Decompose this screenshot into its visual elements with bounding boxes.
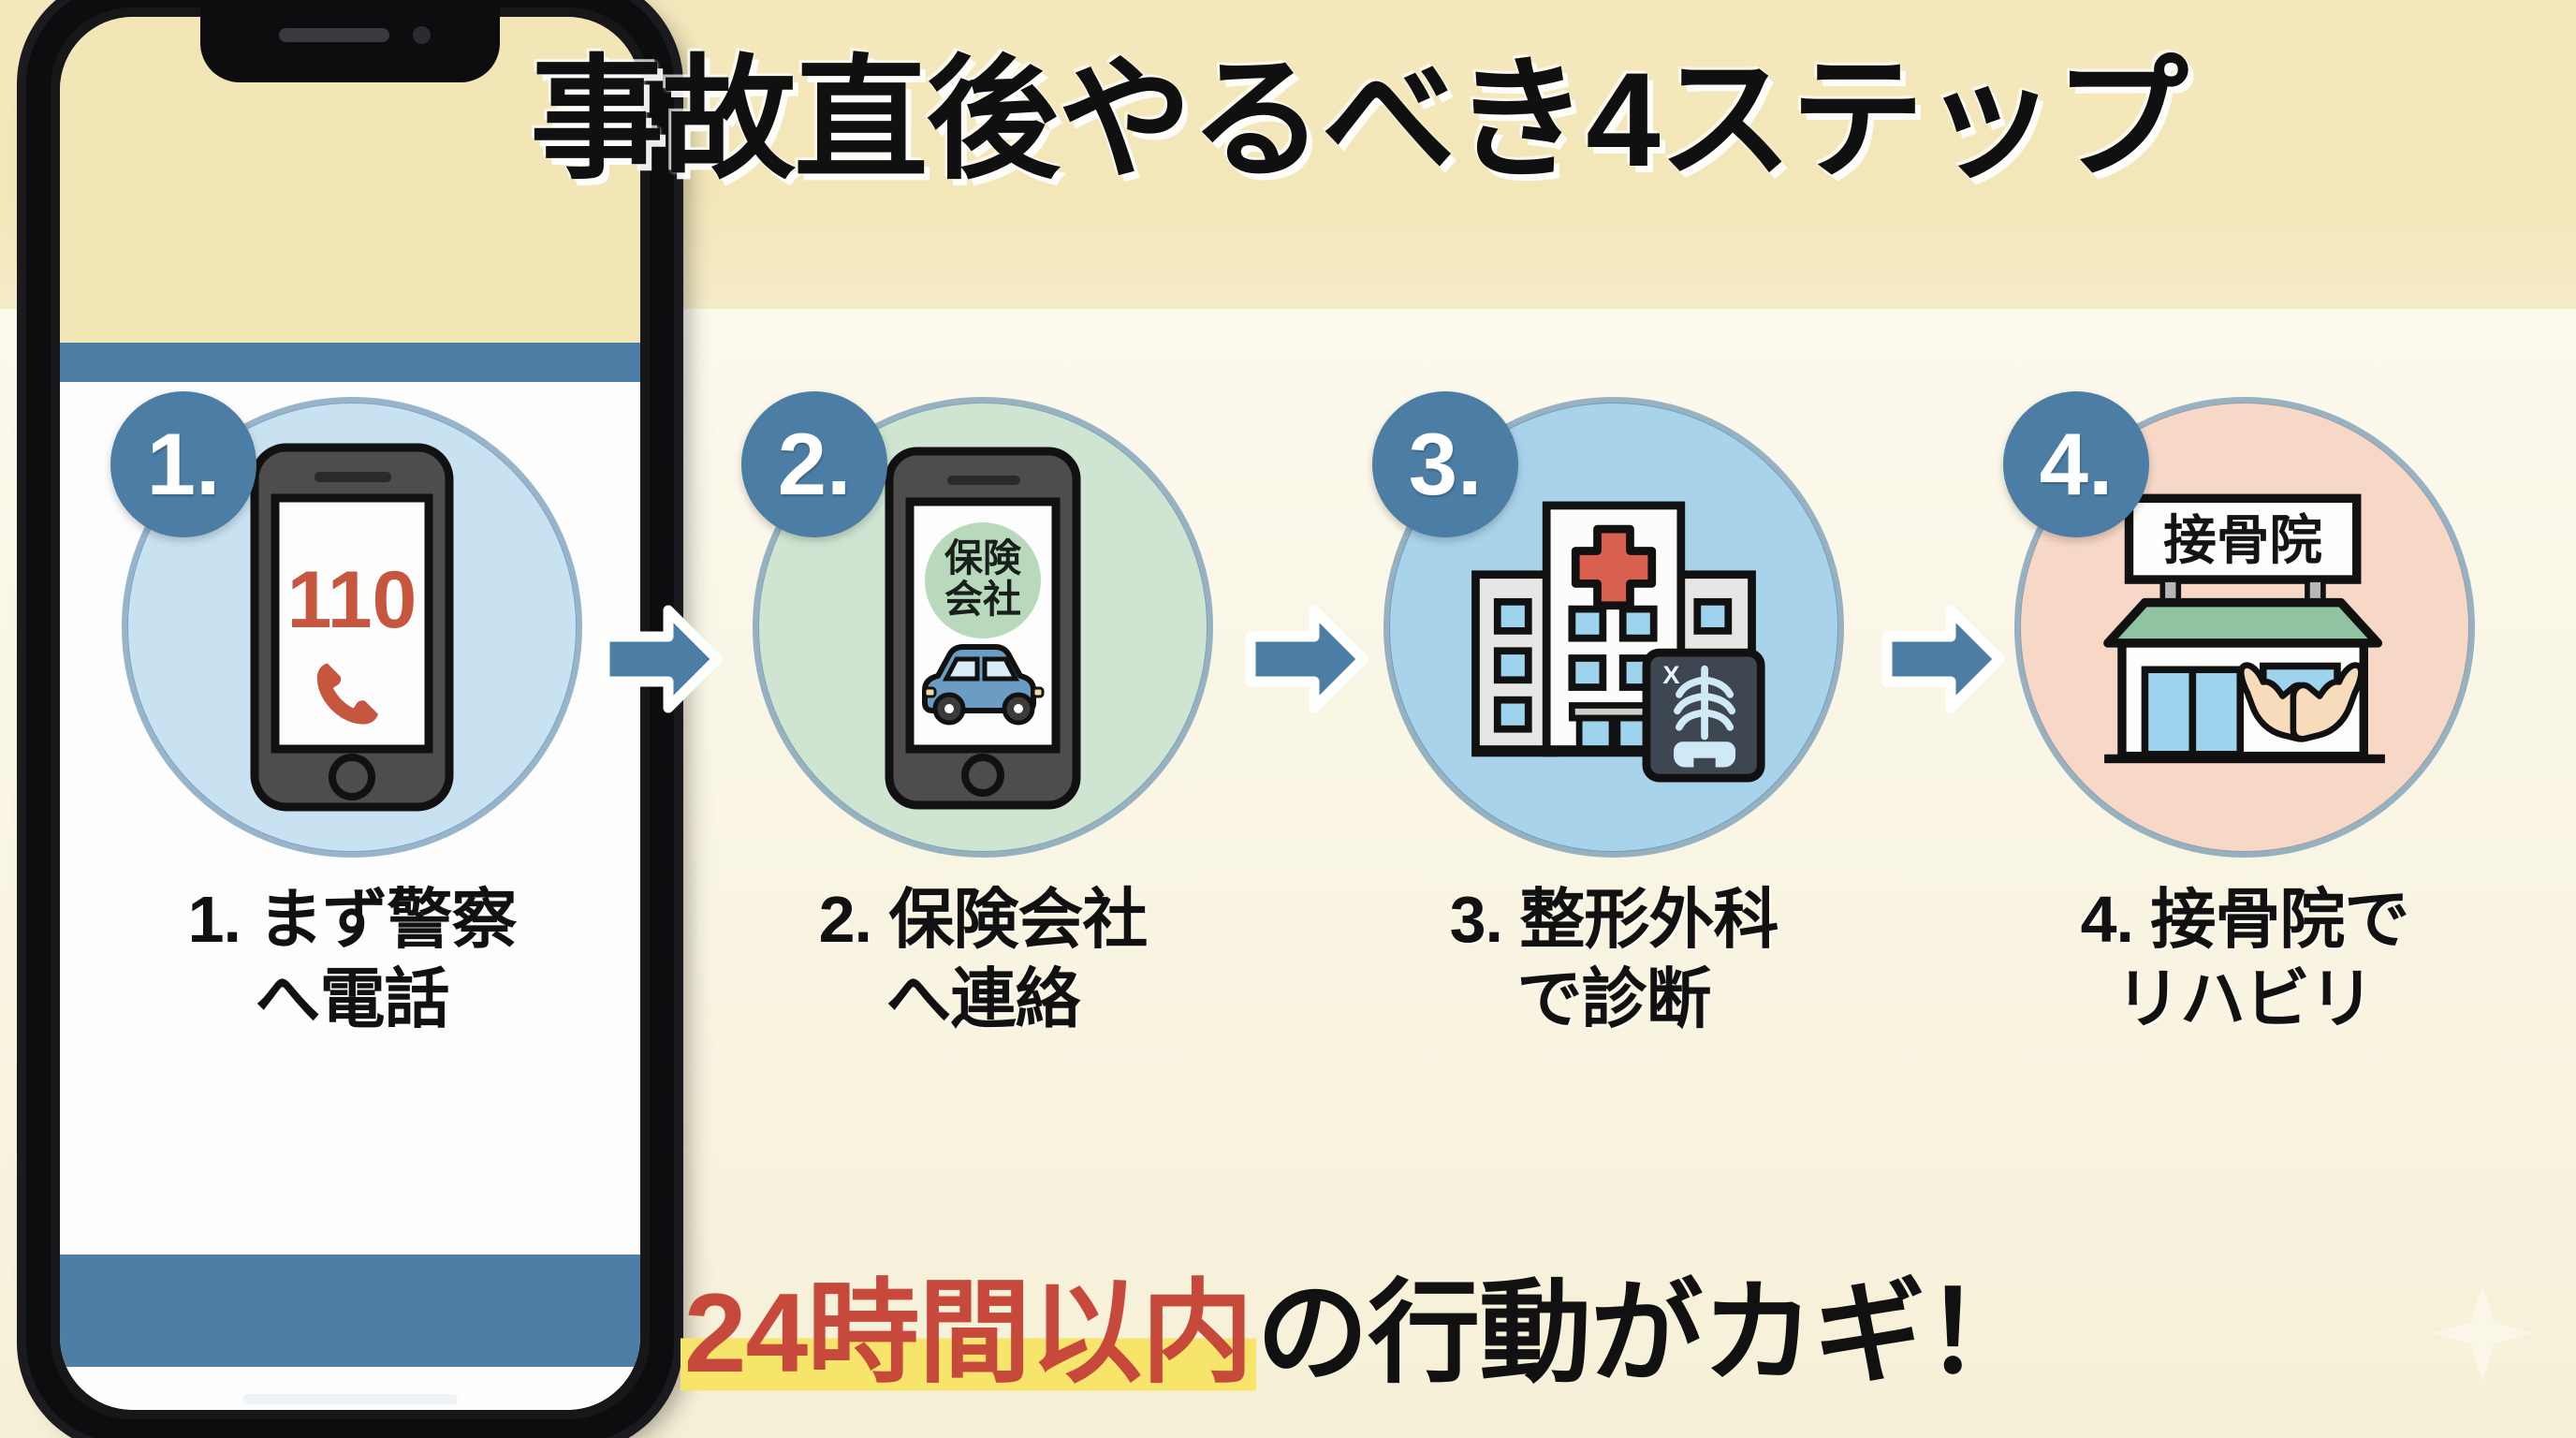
svg-text:保険: 保険 [944, 536, 1022, 580]
step-3-number-badge: 3. [1372, 391, 1518, 537]
step-3-circle: 3. [1372, 391, 1844, 858]
step-2-caption: 2. 保険会社 へ連絡 [818, 883, 1149, 1036]
home-indicator [242, 1394, 458, 1404]
step-2-circle: 2. 保険 会社 [741, 391, 1213, 858]
clinic-sign-text: 接骨院 [2163, 510, 2322, 569]
page-title: 事故直後やるべき4ステップ [530, 46, 2188, 195]
step-4-caption: 4. 接骨院で リハビリ [2080, 883, 2410, 1036]
phone-notch [200, 0, 500, 82]
step-2: 2. 保険 会社 [721, 391, 1245, 1040]
steps-row: 1. 110 1. まず警察 へ電話 [0, 391, 2576, 1035]
step-1-circle: 1. 110 [110, 391, 582, 858]
step-1-number-badge: 1. [110, 391, 256, 537]
arrow-step1-to-step2 [599, 599, 723, 719]
earpiece-speaker-icon [279, 28, 389, 42]
bottom-caption-highlight: 24時間以内 [680, 1270, 1257, 1396]
screen-blue-band-bottom [60, 1255, 640, 1367]
arrow-step3-to-step4 [1881, 599, 2005, 719]
arrow-step2-to-step3 [1245, 599, 1368, 719]
screen-blue-band [60, 343, 640, 382]
step-1-caption: 1. まず警察 へ電話 [187, 883, 518, 1036]
bottom-caption: 24時間以内の行動がカギ！ [0, 1270, 2576, 1396]
svg-text:110: 110 [287, 555, 417, 645]
step-3-caption: 3. 整形外科 で診断 [1449, 883, 1779, 1036]
svg-text:会社: 会社 [944, 578, 1021, 621]
step-4: 4. 接骨院 [1983, 391, 2507, 1040]
step-2-number-badge: 2. [741, 391, 887, 537]
svg-text:X: X [1662, 660, 1679, 689]
bottom-caption-rest: の行動がカギ！ [1256, 1270, 2037, 1396]
sparkle-icon [2426, 1277, 2539, 1389]
step-4-circle: 4. 接骨院 [2003, 391, 2475, 858]
step-3: 3. [1352, 391, 1876, 1040]
step-4-number-badge: 4. [2003, 391, 2149, 537]
step-1: 1. 110 1. まず警察 へ電話 [90, 391, 614, 1040]
front-camera-icon [413, 26, 431, 44]
